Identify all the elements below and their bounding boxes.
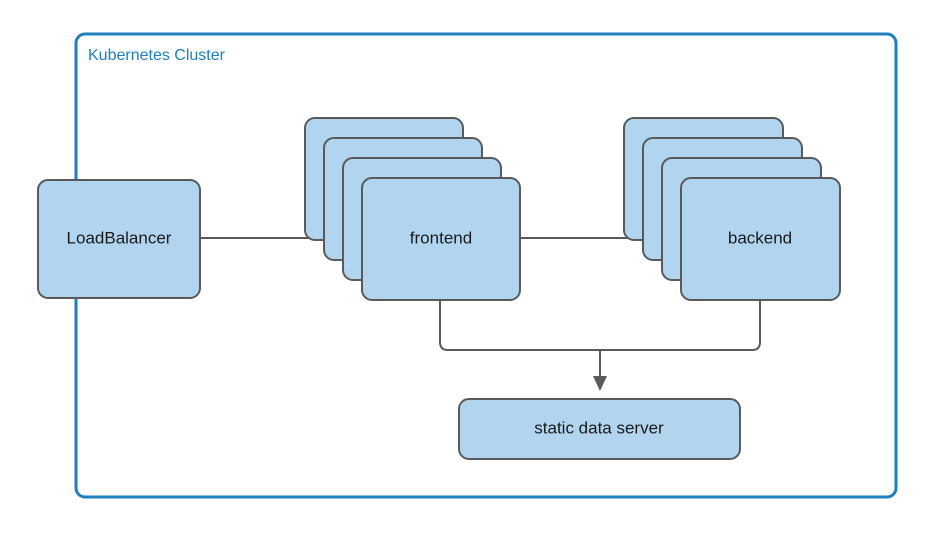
edge-backend-to-static-line [600, 300, 761, 351]
edge-backend-to-static[interactable] [600, 300, 761, 351]
backend-replica-1 [680, 177, 841, 301]
edge-frontend-to-static-line [439, 300, 600, 351]
cluster-label: Kubernetes Cluster [88, 47, 226, 64]
frontend-replica-1 [361, 177, 521, 301]
node-static-data-server[interactable]: static data server [458, 398, 741, 460]
node-loadbalancer[interactable]: LoadBalancer [37, 179, 201, 299]
edge-merge-to-static[interactable] [593, 350, 607, 391]
loadbalancer-box [37, 179, 201, 299]
node-backend[interactable]: backend [623, 117, 841, 301]
edge-merge-to-static-arrowhead [593, 376, 607, 391]
node-frontend[interactable]: frontend [304, 117, 521, 301]
static-data-server-box [458, 398, 741, 460]
edge-frontend-to-static[interactable] [439, 300, 600, 351]
